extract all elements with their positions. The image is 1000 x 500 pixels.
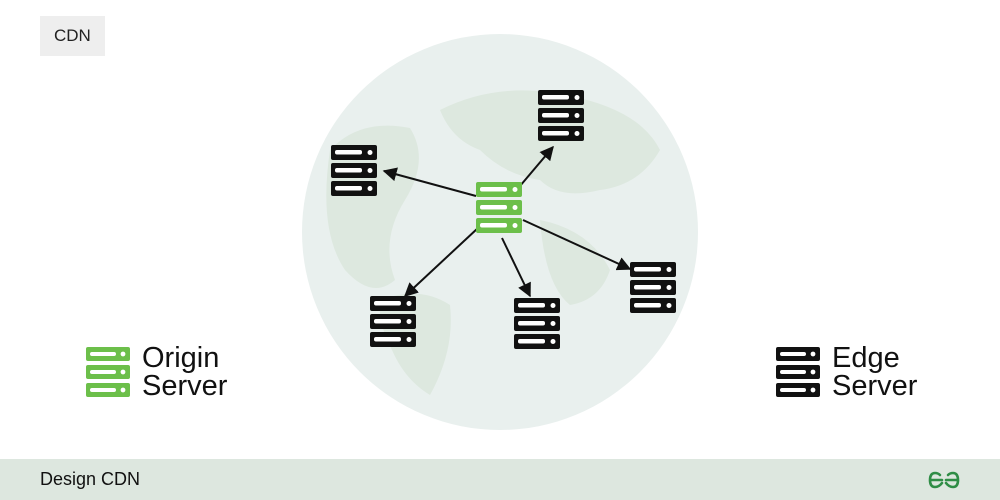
legend-edge-server: Edge Server [776,342,918,402]
origin-server-icon [86,347,130,397]
server-nodes [331,90,676,349]
edge-server-node-icon-5 [370,296,416,347]
edge-server-node-icon-1 [331,145,377,196]
arrow-origin-to-edge-1 [382,167,477,197]
legend-origin-label: Origin Server [142,342,228,402]
footer-title: Design CDN [40,469,141,489]
legend-origin-line2: Server [142,370,228,402]
arrow-origin-to-edge-4 [501,237,531,298]
origin-server-node-icon [476,182,522,233]
legend-edge-line2: Server [832,370,918,402]
legend-origin-server: Origin Server [86,342,228,402]
geeksforgeeks-logo-icon [926,471,962,489]
edge-server-icon [776,347,820,397]
legend-origin-line1: Origin [142,342,220,374]
footer-bar: Design CDN [0,459,1000,500]
edge-server-node-icon-2 [538,90,584,141]
legend-edge-line1: Edge [832,342,900,374]
cdn-network-diagram [302,34,698,430]
arrow-origin-to-edge-5 [403,227,479,297]
edge-server-node-icon-4 [514,298,560,349]
edge-server-node-icon-3 [630,262,676,313]
legend-edge-label: Edge Server [832,342,918,402]
connection-arrows [382,145,632,298]
arrow-origin-to-edge-3 [522,219,632,271]
cdn-tag-label: CDN [54,26,91,45]
cdn-tag: CDN [40,16,105,56]
arrow-origin-to-edge-2 [519,145,554,187]
